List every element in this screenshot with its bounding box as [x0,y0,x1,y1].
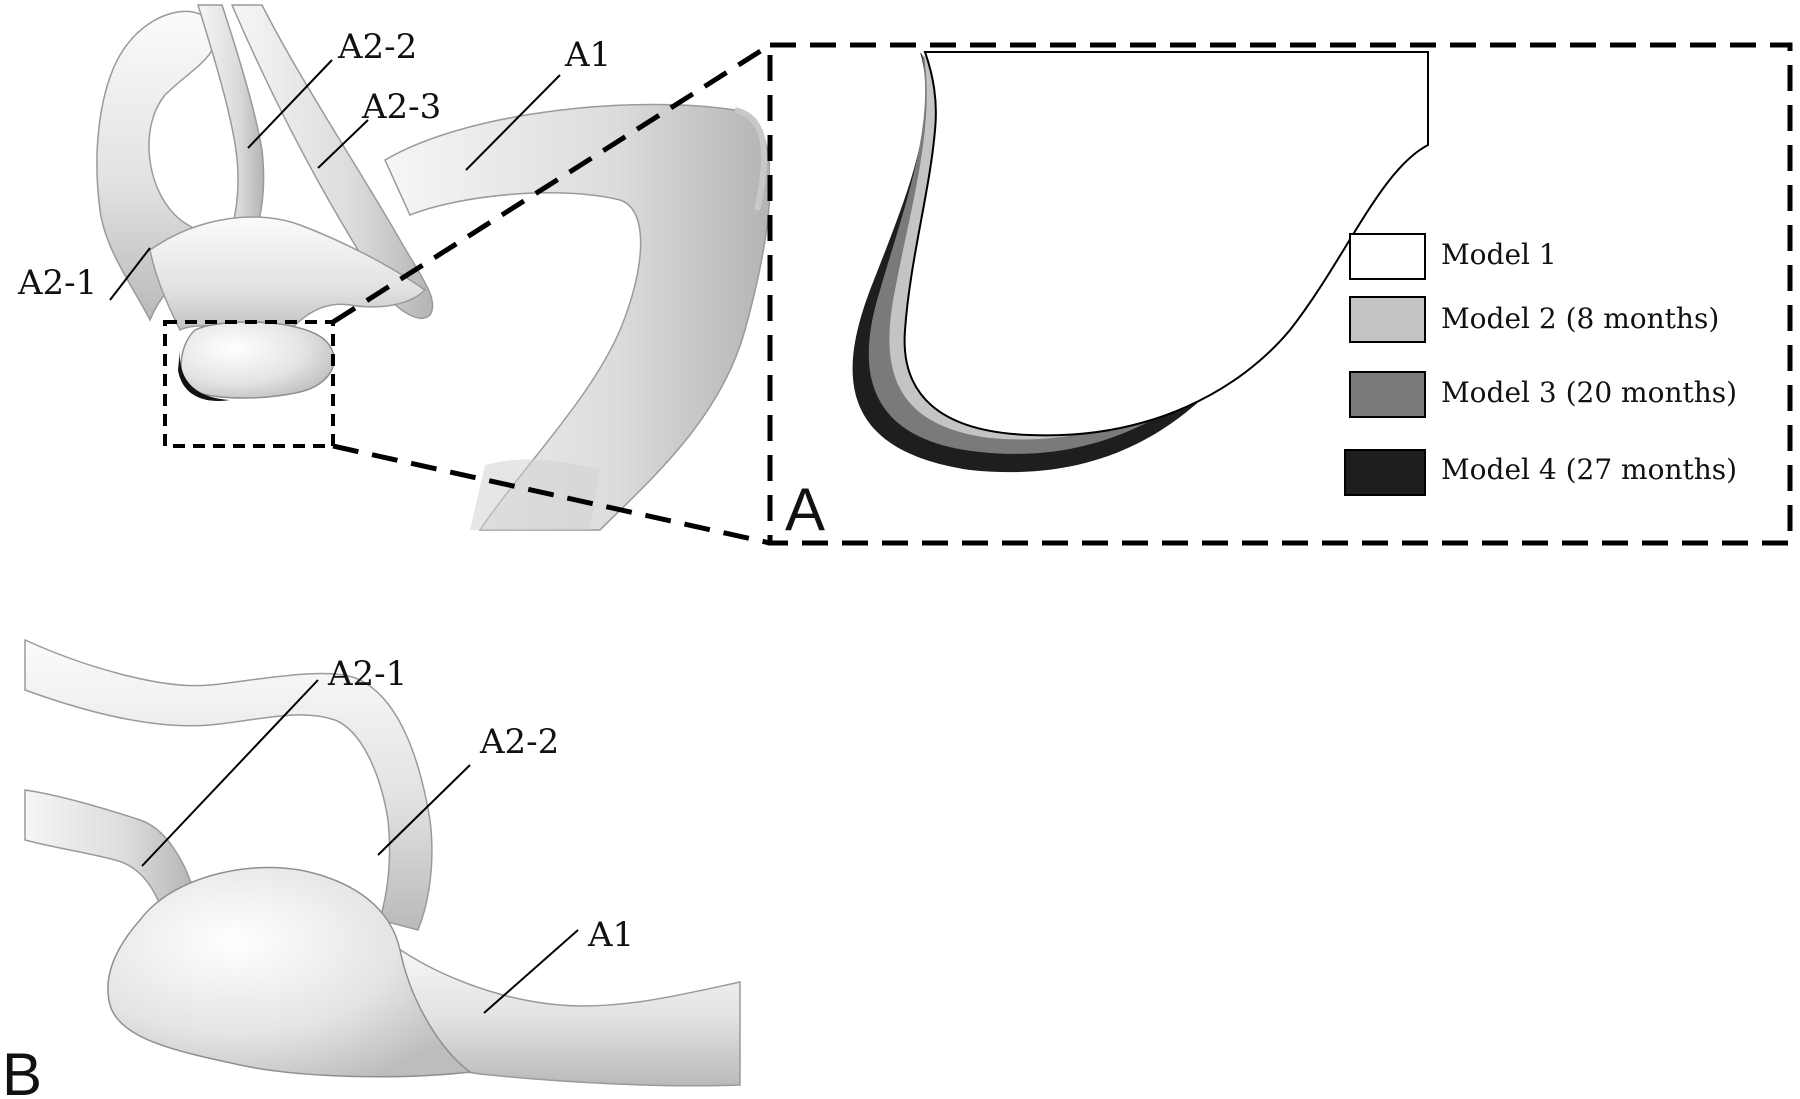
legend-label-model-2: Model 2 (8 months) [1441,302,1719,335]
b-aneurysm-sac [107,866,472,1078]
zoom-connector-bottom [332,443,771,546]
legend-label-model-4: Model 4 (27 months) [1441,453,1737,486]
panel-letter-a: A [785,476,825,543]
legend-label-model-1: Model 1 [1441,238,1557,271]
label-a2-2-panel-a: A2-2 [337,27,417,67]
legend-item-model-3: Model 3 (20 months) [1349,371,1737,418]
zoom-box-small [163,320,335,448]
label-a2-3-panel-a: A2-3 [361,87,441,127]
legend-item-model-4: Model 4 (27 months) [1344,449,1737,496]
panel-letter-b: B [2,1041,42,1099]
legend-item-model-1: Model 1 [1349,233,1557,280]
a2-3-vessel [230,4,434,320]
panel-a-vessel-model [96,4,772,546]
panel-b-vessel-model [24,638,741,1087]
label-a1-panel-b: A1 [587,915,634,955]
legend-swatch-model-3 [1349,371,1426,418]
b-a2-1-vessel [24,789,196,906]
legend-swatch-model-2 [1349,296,1426,343]
bifurcation-body [149,216,427,346]
zoom-connector-top [331,42,772,325]
legend-label-model-3: Model 3 (20 months) [1441,376,1737,409]
model-1-profile [903,51,1429,437]
label-a2-1-panel-a: A2-1 [17,263,97,303]
legend: Model 1 Model 2 (8 months) Model 3 (20 m… [1344,233,1737,496]
aneurysm-sac [180,321,335,399]
panel-a-inset: Model 1 Model 2 (8 months) Model 3 (20 m… [767,42,1793,546]
b-a2-2-vessel [24,638,433,931]
label-a2-2-panel-b: A2-2 [479,722,559,762]
panel-b-labels: A2-1 A2-2 A1 B [2,654,634,1099]
legend-item-model-2: Model 2 (8 months) [1349,296,1719,343]
panel-a-labels: A2-2 A2-3 A1 A2-1 [17,27,611,303]
legend-swatch-model-4 [1344,449,1426,496]
label-a2-1-panel-b: A2-1 [327,654,407,694]
a1-trunk [384,103,771,531]
legend-swatch-model-1 [1349,233,1426,280]
label-a1-panel-a: A1 [564,35,611,75]
